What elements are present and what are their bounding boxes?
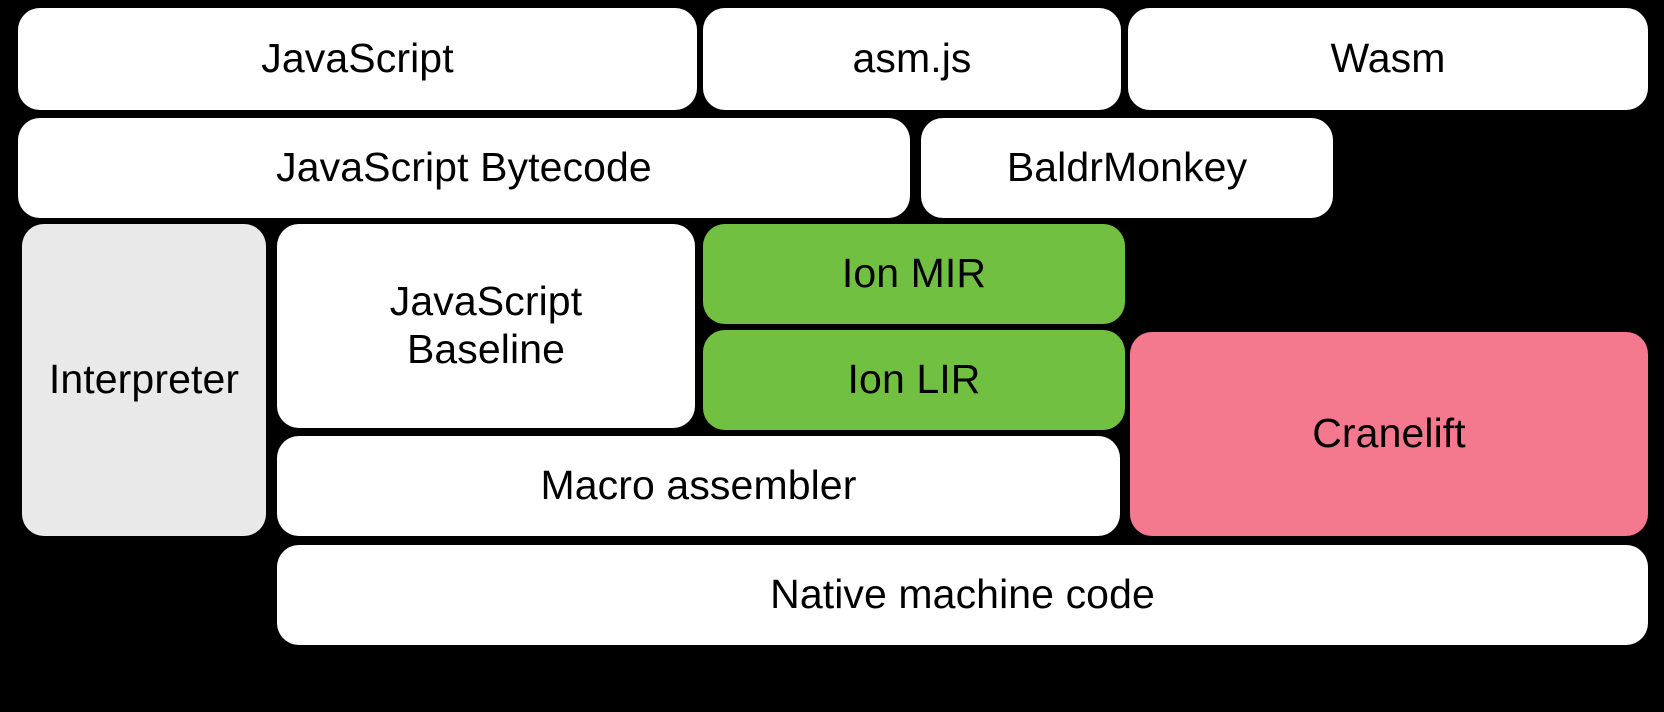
node-ion-lir[interactable]: Ion LIR	[703, 330, 1125, 430]
node-macro-assembler[interactable]: Macro assembler	[277, 436, 1120, 536]
node-interpreter[interactable]: Interpreter	[22, 224, 266, 536]
node-cranelift[interactable]: Cranelift	[1130, 332, 1648, 536]
node-wasm[interactable]: Wasm	[1128, 8, 1648, 110]
node-javascript-bytecode[interactable]: JavaScript Bytecode	[18, 118, 910, 218]
node-native-machine-code[interactable]: Native machine code	[277, 545, 1648, 645]
node-javascript[interactable]: JavaScript	[18, 8, 697, 110]
node-ion-mir[interactable]: Ion MIR	[703, 224, 1125, 324]
node-javascript-baseline[interactable]: JavaScript Baseline	[277, 224, 695, 428]
node-asm-js[interactable]: asm.js	[703, 8, 1121, 110]
node-baldrmonkey[interactable]: BaldrMonkey	[921, 118, 1333, 218]
